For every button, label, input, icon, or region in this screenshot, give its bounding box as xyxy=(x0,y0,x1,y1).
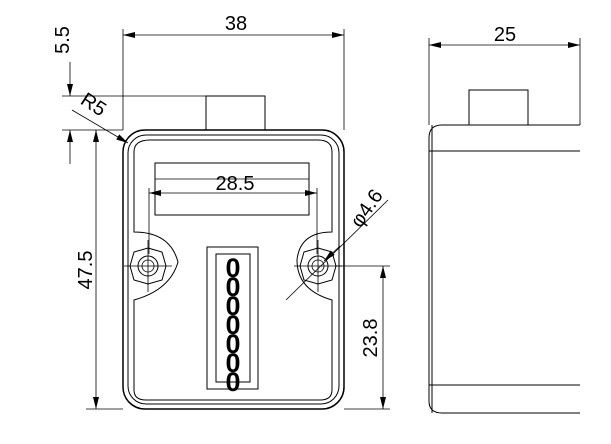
inner-panel xyxy=(133,139,333,401)
side-view xyxy=(428,89,580,414)
side-body xyxy=(428,124,580,414)
dimension-label: 38 xyxy=(225,13,247,35)
dimension-23.8: 23.8 xyxy=(336,265,390,410)
counter-inner xyxy=(215,253,251,383)
counter-digit: 0 xyxy=(225,291,240,321)
counter-digit: 0 xyxy=(225,272,240,302)
dimension-label: 5.5 xyxy=(52,26,74,54)
dimension-label: 25 xyxy=(494,24,516,46)
counter-outer xyxy=(206,246,259,390)
right-mounting-hole xyxy=(294,240,342,292)
dimension-label: 28.5 xyxy=(216,173,255,195)
counter-digits: 0 0 0 0 0 0 0 xyxy=(225,253,240,397)
dimension-label: φ4.6 xyxy=(346,186,387,232)
dimension-r5: R5 xyxy=(71,89,129,144)
counter-digit: 0 xyxy=(225,253,240,283)
counter-digit: 0 xyxy=(225,329,240,359)
dimension-label: R5 xyxy=(77,89,110,121)
window xyxy=(154,162,310,216)
dimension-phi-4.6: φ4.6 xyxy=(285,186,389,301)
dimension-25: 25 xyxy=(428,24,581,125)
dimension-label: 23.8 xyxy=(360,319,382,358)
counter-digit: 0 xyxy=(225,310,240,340)
dimension-label: 47.5 xyxy=(75,251,97,290)
counter-digit: 0 xyxy=(225,348,240,378)
dimension-47.5: 47.5 xyxy=(75,130,123,410)
dimension-38: 38 xyxy=(122,13,345,130)
dimension-5.5: 5.5 xyxy=(52,26,206,164)
body-outline-inner xyxy=(127,134,340,405)
counter-digit: 0 xyxy=(225,367,240,397)
front-view: 0 0 0 0 0 0 0 xyxy=(122,95,345,410)
left-mounting-hole xyxy=(124,240,172,292)
dimension-28.5: 28.5 xyxy=(148,173,318,254)
top-tab xyxy=(205,95,266,131)
side-tab xyxy=(468,89,529,126)
body-outline-outer xyxy=(122,129,345,410)
